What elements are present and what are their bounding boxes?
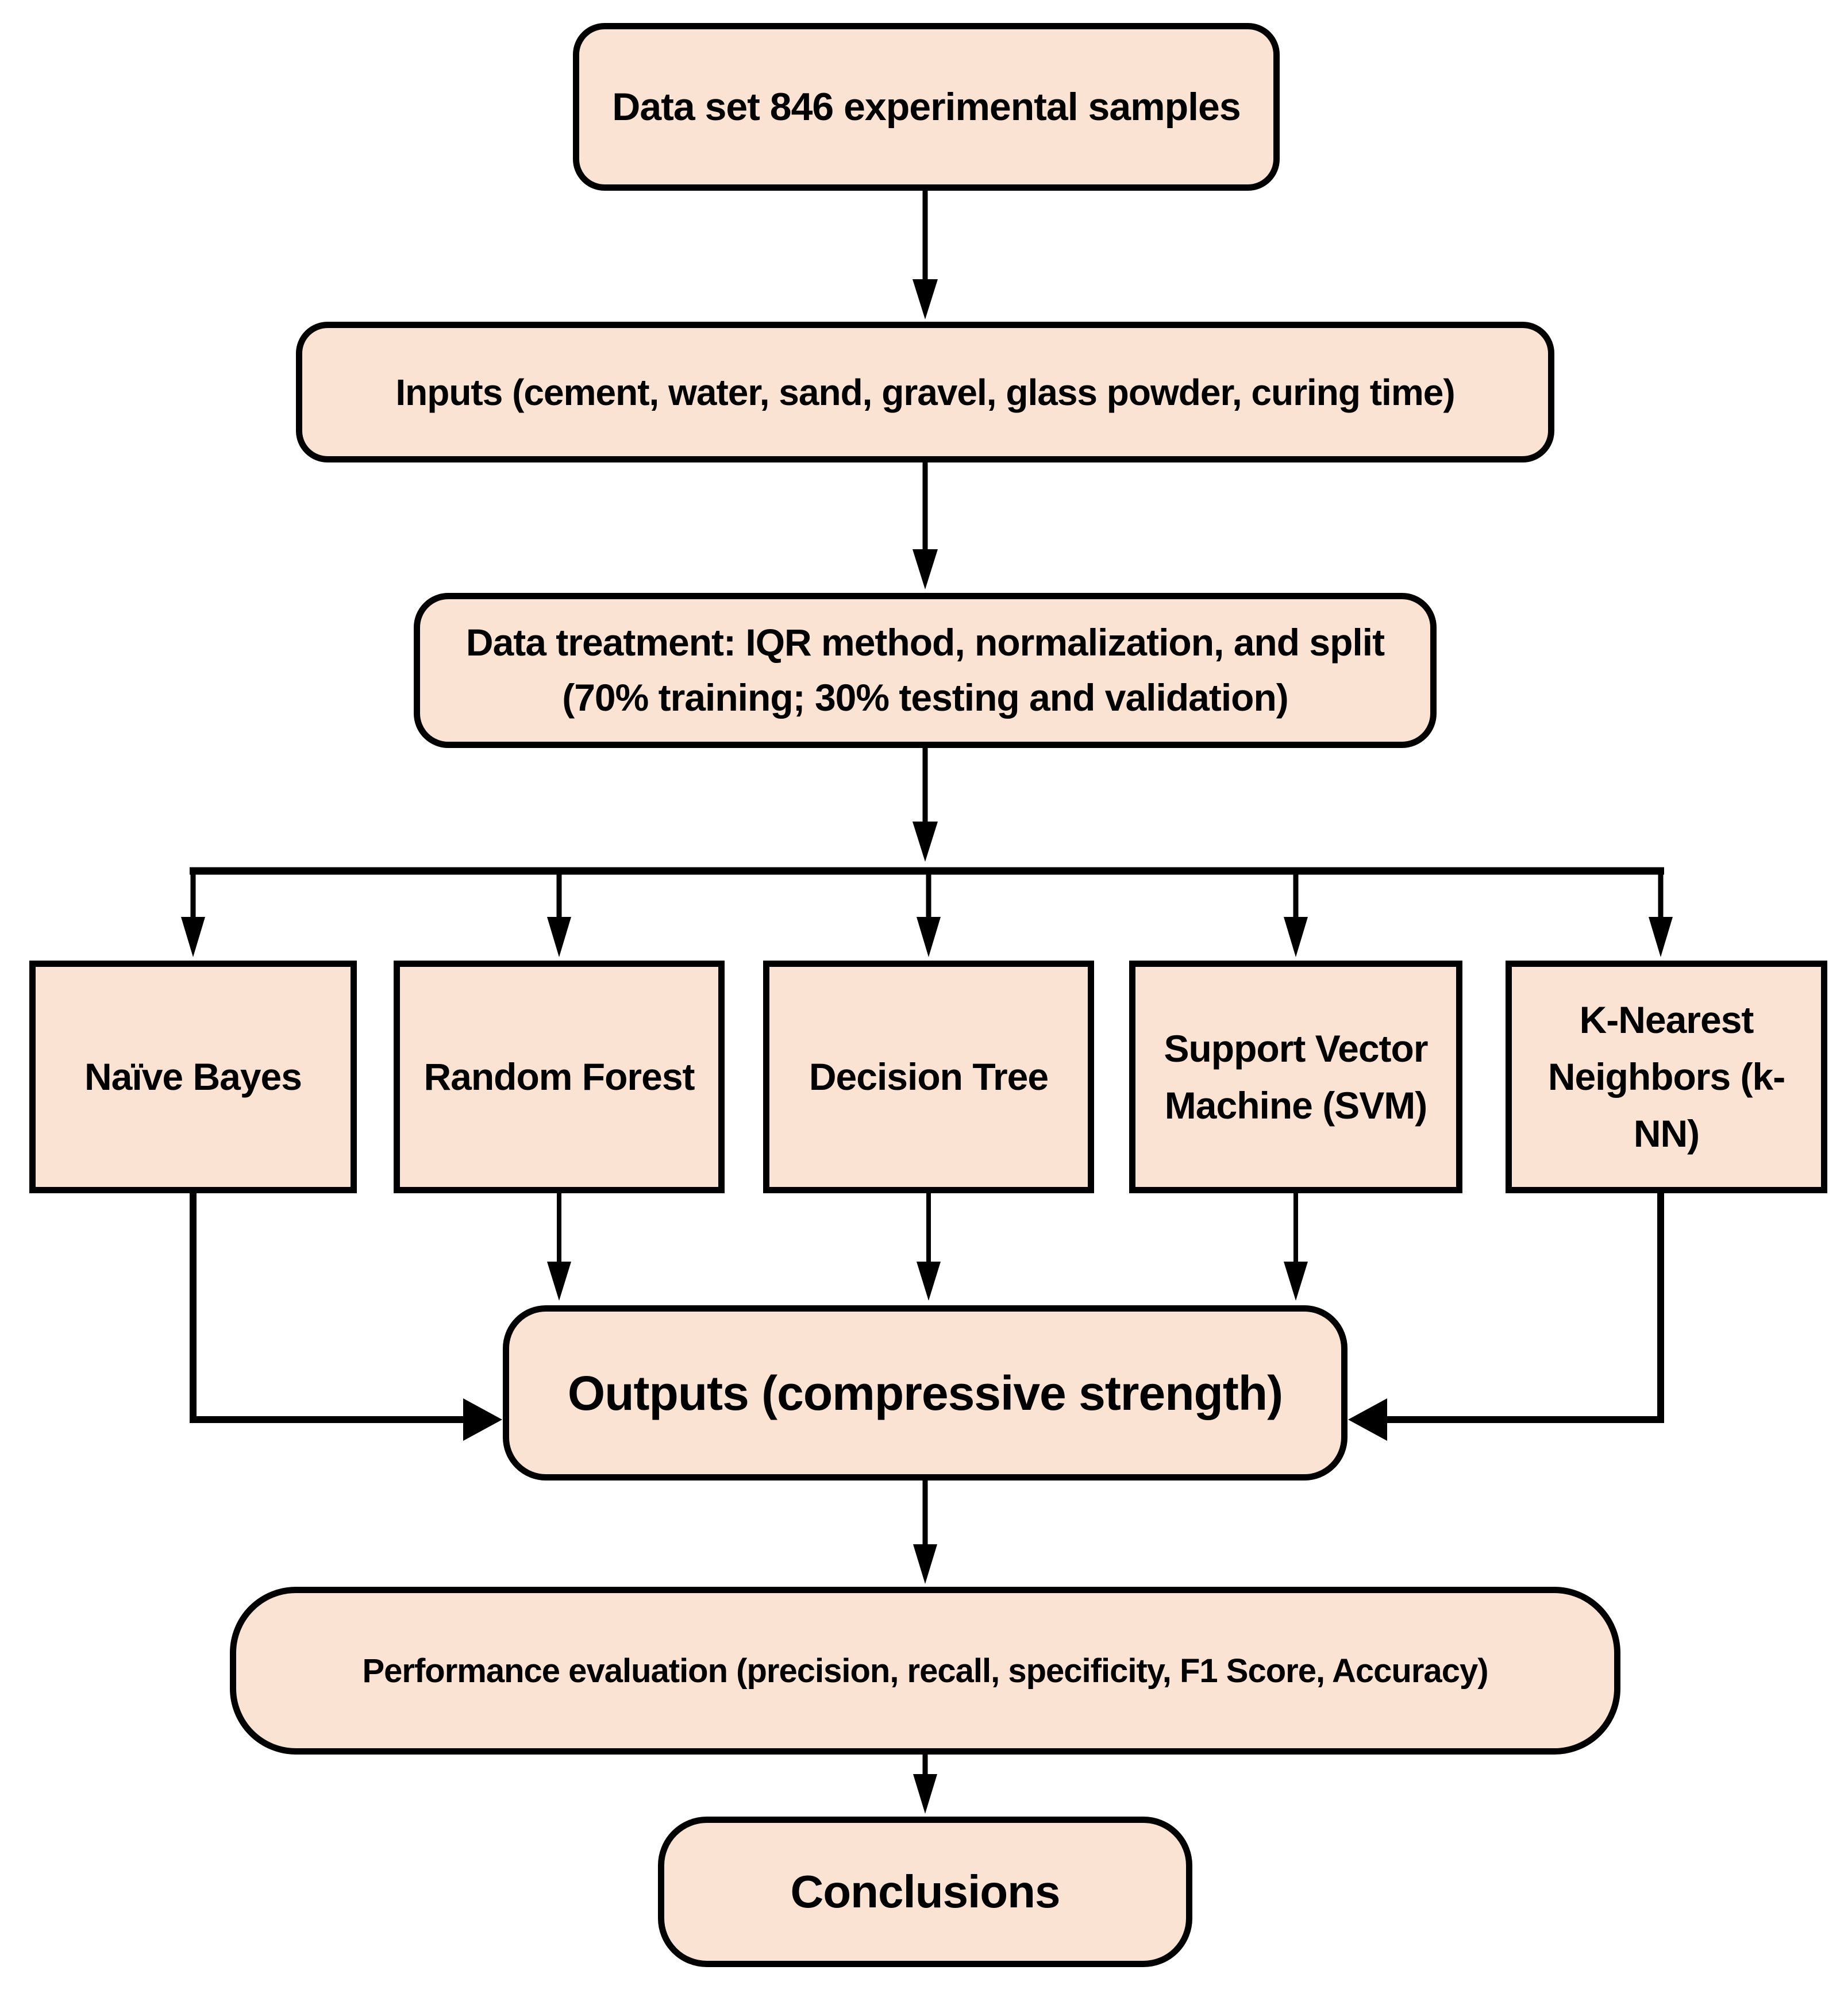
- arrow-inputs-to-treatment: [913, 462, 938, 589]
- node-dataset-label: Data set 846 experimental samples: [612, 85, 1241, 129]
- node-naive-bayes: Naïve Bayes: [29, 961, 357, 1193]
- arrow-performance-to-conclusions: [913, 1755, 937, 1814]
- arrow-branch-to-decision-tree-head: [917, 917, 941, 957]
- node-inputs: Inputs (cement, water, sand, gravel, gla…: [296, 322, 1554, 462]
- arrow-decision-tree-to-outputs-head: [917, 1262, 941, 1301]
- arrow-knn-to-outputs-head: [1348, 1398, 1387, 1441]
- node-data-treatment: Data treatment: IQR method, normalizatio…: [414, 593, 1437, 748]
- branch-distribution: [181, 867, 1673, 957]
- node-knn-label: K-Nearest Neighbors (k-NN): [1547, 998, 1785, 1155]
- node-svm-label: Support Vector Machine (SVM): [1164, 1027, 1428, 1127]
- arrow-treatment-to-branch-head: [913, 822, 938, 862]
- arrow-knn-to-outputs: [1348, 1193, 1664, 1441]
- arrow-treatment-to-branch: [913, 748, 938, 862]
- node-data-treatment-label: Data treatment: IQR method, normalizatio…: [465, 621, 1385, 719]
- node-conclusions: Conclusions: [658, 1817, 1192, 1967]
- arrow-random-forest-to-outputs: [547, 1193, 571, 1301]
- node-svm: Support Vector Machine (SVM): [1129, 961, 1462, 1193]
- arrow-outputs-to-performance: [913, 1480, 937, 1584]
- node-random-forest: Random Forest: [394, 961, 725, 1193]
- arrow-random-forest-to-outputs-head: [547, 1262, 571, 1301]
- arrow-branch-to-knn-head: [1649, 917, 1673, 957]
- arrow-knn-to-outputs-line: [1387, 1193, 1664, 1423]
- arrow-svm-to-outputs: [1284, 1193, 1308, 1301]
- arrow-svm-to-outputs-head: [1284, 1262, 1308, 1301]
- arrow-outputs-to-performance-head: [913, 1544, 937, 1584]
- arrow-performance-to-conclusions-head: [913, 1774, 937, 1814]
- arrow-naive-bayes-to-outputs: [190, 1193, 502, 1441]
- arrow-branch-to-random-forest-head: [547, 917, 571, 957]
- node-outputs-label: Outputs (compressive strength): [567, 1366, 1283, 1420]
- node-conclusions-label: Conclusions: [790, 1866, 1060, 1917]
- arrow-decision-tree-to-outputs: [917, 1193, 941, 1301]
- arrow-dataset-to-inputs: [913, 190, 938, 319]
- arrow-naive-bayes-to-outputs-head: [463, 1398, 502, 1441]
- node-inputs-label: Inputs (cement, water, sand, gravel, gla…: [395, 371, 1455, 413]
- arrow-naive-bayes-to-outputs-line: [190, 1193, 463, 1423]
- node-naive-bayes-label: Naïve Bayes: [84, 1055, 302, 1098]
- arrow-dataset-to-inputs-head: [913, 279, 938, 319]
- node-random-forest-label: Random Forest: [424, 1055, 695, 1098]
- arrow-branch-to-svm-head: [1284, 917, 1308, 957]
- node-performance-evaluation-label: Performance evaluation (precision, recal…: [362, 1652, 1488, 1690]
- node-dataset: Data set 846 experimental samples: [573, 23, 1280, 191]
- node-decision-tree-label: Decision Tree: [808, 1055, 1049, 1098]
- node-performance-evaluation: Performance evaluation (precision, recal…: [230, 1587, 1620, 1755]
- arrow-inputs-to-treatment-head: [913, 549, 938, 589]
- node-decision-tree: Decision Tree: [763, 961, 1094, 1193]
- arrow-branch-to-naive-bayes-head: [181, 917, 205, 957]
- node-knn: K-Nearest Neighbors (k-NN): [1506, 961, 1827, 1193]
- node-outputs: Outputs (compressive strength): [503, 1305, 1348, 1480]
